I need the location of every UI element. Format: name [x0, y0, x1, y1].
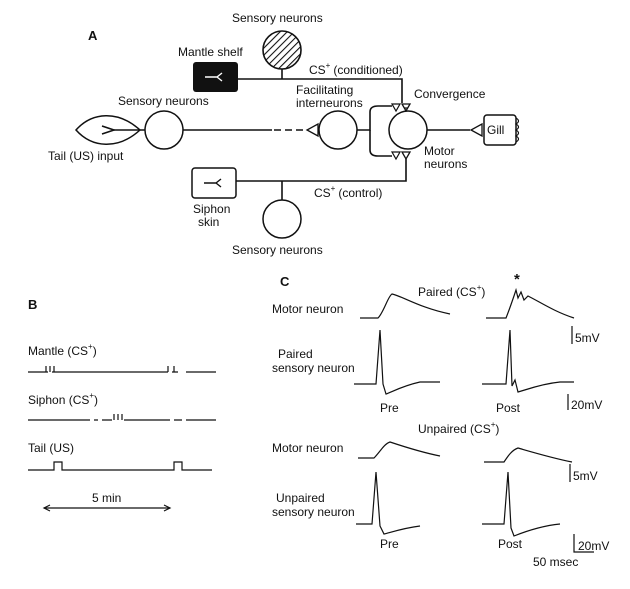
tail-us-trace [28, 461, 212, 471]
paired-post-sensory-trace [482, 329, 574, 393]
panel-b: B Mantle (CS+) Siphon (CS+) Tail (US) 5 … [28, 297, 216, 512]
paired-sensory-label-2: sensory neuron [272, 361, 355, 375]
sensory-neurons-bottom-label: Sensory neurons [232, 243, 323, 257]
gill-filaments-icon [514, 117, 520, 143]
paired-pre-motor-trace [360, 293, 451, 319]
panel-a-letter: A [88, 28, 98, 43]
panel-b-letter: B [28, 297, 37, 312]
time-scale-arrows [42, 504, 172, 512]
paired-sensory-label-1: Paired [278, 347, 313, 361]
unpaired-post-sensory-trace [482, 471, 561, 537]
tail-us-label: Tail (US) [28, 441, 74, 455]
post-label-2: Post [498, 537, 523, 551]
cs-conditioned-label: CS+(conditioned) [309, 61, 403, 77]
pre-label-1: Pre [380, 401, 399, 415]
control-pathway-line [236, 159, 407, 182]
paired-pre-sensory-trace [354, 329, 440, 395]
panel-a: A Sensory neurons Mantle shelf CS+(condi… [48, 11, 520, 257]
motor-label-1: Motor [424, 144, 455, 158]
facilitator-synapse-bottom [390, 151, 402, 161]
tail-sensory-neuron [144, 110, 184, 150]
cs-control-label: CS+(control) [314, 184, 382, 200]
panel-c-letter: C [280, 274, 290, 289]
siphon-cs-label: Siphon (CS+) [28, 391, 98, 407]
unpaired-pre-sensory-trace [356, 471, 421, 535]
motor-label-2: neurons [424, 157, 467, 171]
motor-neuron-label-2: Motor neuron [272, 441, 343, 455]
siphon-label-2: skin [198, 215, 219, 229]
scale-20mv-label-1: 20mV [571, 398, 602, 412]
mantle-shelf-label: Mantle shelf [178, 45, 243, 59]
unpaired-cs-label: Unpaired (CS+) [418, 420, 499, 436]
motor-neuron [388, 110, 428, 150]
post-label-1: Post [496, 401, 521, 415]
scale-5mv-label-1: 5mV [575, 331, 600, 345]
mantle-cs-label: Mantle (CS+) [28, 342, 97, 358]
facilitating-label-1: Facilitating [296, 83, 353, 97]
panel-c: C Paired (CS+) * Motor neuron 5mV Paired… [272, 271, 609, 569]
mantle-shelf-terminal-icon [205, 72, 223, 82]
pre-label-2: Pre [380, 537, 399, 551]
facilitator-synapse-top [390, 103, 402, 113]
interneuron-upper-branch [357, 105, 392, 131]
interneuron-synapse-triangle [305, 122, 319, 138]
sensory-neurons-left-label: Sensory neurons [118, 94, 209, 108]
unpaired-sensory-label-2: sensory neuron [272, 505, 355, 519]
scale-20mv-label-2: 20mV [578, 539, 609, 553]
sensory-neurons-top-label: Sensory neurons [232, 11, 323, 25]
time-scale-50msec-label: 50 msec [533, 555, 578, 569]
facilitating-interneuron [318, 110, 358, 150]
unpaired-pre-motor-trace [358, 441, 441, 459]
tail-input-label: Tail (US) input [48, 149, 124, 163]
convergence-label: Convergence [414, 87, 486, 101]
control-synapse-triangle [400, 151, 412, 161]
paired-post-motor-trace [486, 287, 575, 319]
time-scale-label: 5 min [92, 491, 121, 505]
siphon-terminal-icon [204, 178, 222, 188]
mantle-stimulus-ticks [45, 366, 175, 372]
siphon-stimulus-ticks [113, 414, 123, 420]
hatched-sensory-neuron [262, 30, 302, 70]
unpaired-post-motor-trace [484, 447, 573, 463]
siphon-sensory-neuron [262, 199, 302, 239]
siphon-label-1: Siphon [193, 202, 230, 216]
paired-cs-label: Paired (CS+) [418, 283, 485, 299]
motor-neuron-label-1: Motor neuron [272, 302, 343, 316]
facilitating-label-2: interneurons [296, 96, 363, 110]
facilitation-star: * [514, 271, 520, 288]
conditioned-pathway-line [238, 78, 403, 103]
tail-input-shape [74, 115, 142, 145]
gill-label: Gill [487, 123, 504, 137]
scale-20mv-time-bar [573, 534, 594, 553]
scale-5mv-label-2: 5mV [573, 469, 598, 483]
unpaired-sensory-label-1: Unpaired [276, 491, 325, 505]
interneuron-lower-branch [369, 130, 392, 157]
gill-synapse-triangle [469, 122, 483, 138]
